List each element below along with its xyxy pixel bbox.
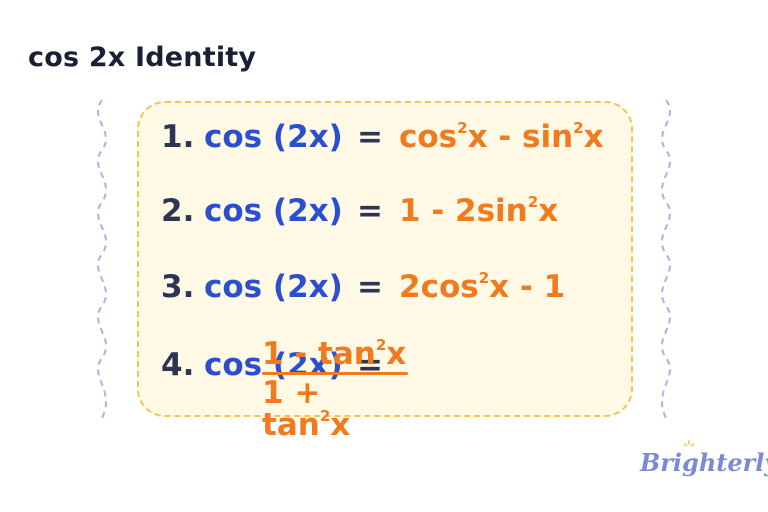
identity-row-3: 3. cos (2x) = 2cos2x - 1	[139, 257, 631, 317]
row-number: 4.	[161, 347, 195, 383]
brighterly-logo: Brighterly	[640, 448, 768, 477]
identity-card: 1. cos (2x) = cos2x - sin2x 2. cos (2x) …	[137, 101, 633, 417]
equals-sign: =	[357, 193, 383, 229]
left-dashed-wave-decoration	[96, 99, 108, 419]
identity-row-2: 2. cos (2x) = 1 - 2sin2x	[139, 181, 631, 241]
row-lhs: cos (2x)	[204, 193, 343, 229]
row-number: 1.	[161, 119, 195, 155]
equals-sign: =	[357, 119, 383, 155]
row-lhs: cos (2x)	[204, 347, 343, 383]
page-title: cos 2x Identity	[28, 42, 257, 73]
fraction-denominator: 1 + tan2x	[262, 375, 351, 443]
row-lhs: cos (2x)	[204, 269, 343, 305]
sparkle-icon	[683, 440, 695, 447]
row-number: 2.	[161, 193, 195, 229]
row-lhs: cos (2x)	[204, 119, 343, 155]
fraction-bar	[262, 372, 408, 375]
fraction-numerator: 1 - tan2x	[262, 336, 407, 372]
identity-row-4: 4. cos (2x) =	[139, 335, 631, 395]
row-number: 3.	[161, 269, 195, 305]
equals-sign: =	[357, 269, 383, 305]
tan-fraction: 1 - tan2x 1 + tan2x	[262, 338, 412, 441]
row-rhs: 2cos2x - 1	[399, 269, 566, 305]
row-rhs: cos2x - sin2x	[399, 119, 604, 155]
right-dashed-wave-decoration	[660, 99, 672, 419]
equals-sign: =	[357, 347, 383, 383]
identity-row-1: 1. cos (2x) = cos2x - sin2x	[139, 107, 631, 167]
row-rhs: 1 - 2sin2x	[399, 193, 559, 229]
